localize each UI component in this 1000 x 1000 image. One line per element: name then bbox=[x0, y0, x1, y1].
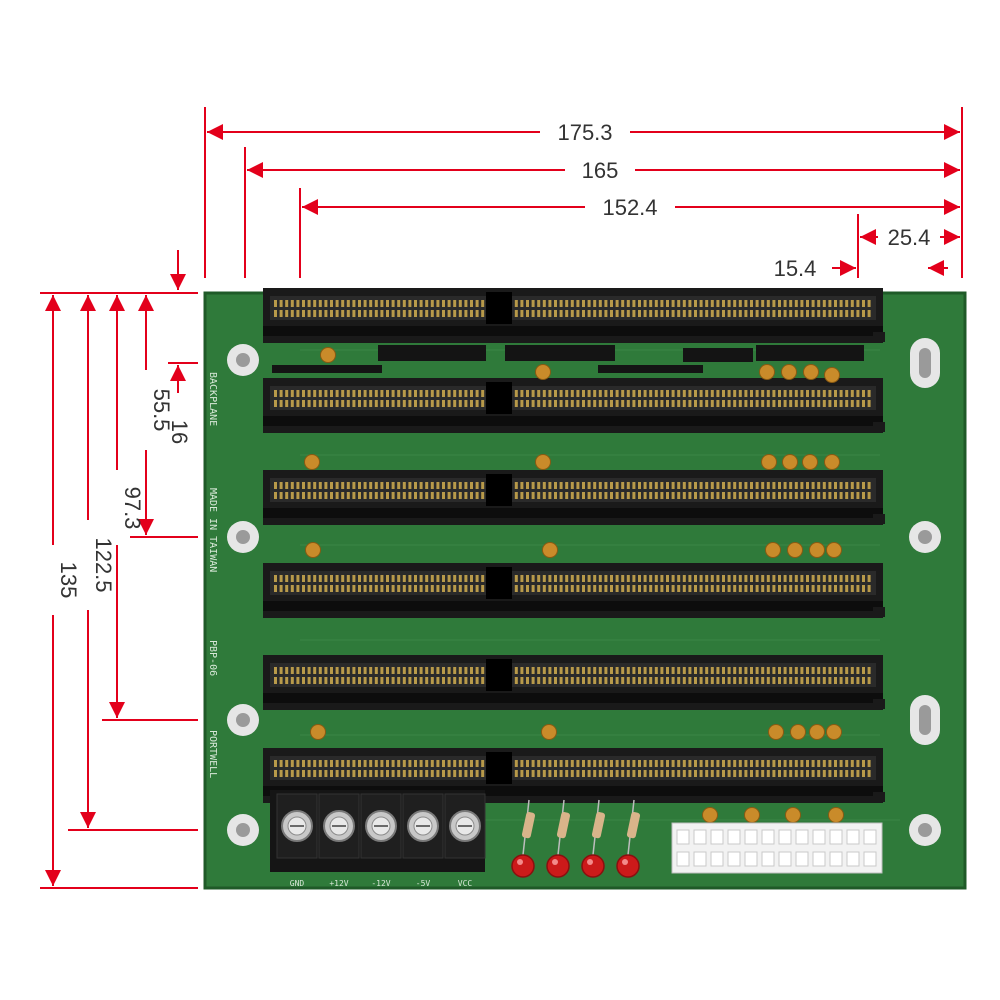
capacitor bbox=[803, 364, 819, 380]
mounting-holes bbox=[227, 338, 941, 846]
capacitor bbox=[535, 364, 551, 380]
dim-15-4: 15.4 bbox=[774, 256, 817, 281]
dim-135: 135 bbox=[56, 562, 81, 599]
mounting-slot bbox=[910, 338, 940, 388]
isa-slot bbox=[263, 563, 885, 618]
dim-152-4: 152.4 bbox=[602, 195, 657, 220]
capacitor bbox=[761, 454, 777, 470]
dim-55-5: 55.5 bbox=[149, 389, 174, 432]
isa-slot bbox=[263, 378, 885, 433]
capacitor bbox=[305, 542, 321, 558]
dim-165: 165 bbox=[582, 158, 619, 183]
silkscreen-model: PBP-06 bbox=[207, 640, 218, 676]
silkscreen-brand: PORTWELL bbox=[207, 730, 218, 778]
mounting-hole bbox=[227, 814, 259, 846]
dim-122-5: 122.5 bbox=[91, 537, 116, 592]
jumper-headers bbox=[272, 345, 864, 373]
terminal-label: VCC bbox=[458, 879, 473, 888]
terminal-label: -5V bbox=[416, 879, 431, 888]
power-indicator-leds bbox=[511, 799, 641, 878]
capacitor bbox=[826, 542, 842, 558]
dimension-lines bbox=[40, 107, 963, 889]
dimension-labels: 175.3 165 152.4 25.4 15.4 16 55.5 97.3 1… bbox=[56, 120, 930, 598]
dim-25-4: 25.4 bbox=[888, 225, 931, 250]
led-indicator bbox=[581, 799, 606, 878]
capacitor bbox=[765, 542, 781, 558]
terminal-screw: -12V bbox=[360, 793, 402, 888]
isa-slot bbox=[263, 470, 885, 525]
dim-97-3: 97.3 bbox=[120, 487, 145, 530]
capacitor bbox=[824, 454, 840, 470]
isa-slot bbox=[263, 288, 885, 343]
capacitor bbox=[541, 724, 557, 740]
capacitors bbox=[304, 347, 844, 823]
capacitor bbox=[809, 542, 825, 558]
capacitor bbox=[542, 542, 558, 558]
capacitor bbox=[320, 347, 336, 363]
terminal-label: GND bbox=[290, 879, 305, 888]
power-terminal-block: GND +12V -12V -5V VCC bbox=[270, 790, 486, 888]
led-indicator bbox=[546, 799, 571, 878]
capacitor bbox=[824, 367, 840, 383]
capacitor bbox=[702, 807, 718, 823]
terminal-screw: VCC bbox=[444, 793, 486, 888]
mounting-slot bbox=[910, 695, 940, 745]
capacitor bbox=[744, 807, 760, 823]
capacitor bbox=[768, 724, 784, 740]
capacitor bbox=[809, 724, 825, 740]
power-connector bbox=[671, 822, 883, 874]
capacitor bbox=[535, 454, 551, 470]
led-indicator bbox=[511, 799, 536, 878]
dim-175-3: 175.3 bbox=[557, 120, 612, 145]
capacitor bbox=[828, 807, 844, 823]
mounting-hole bbox=[227, 521, 259, 553]
capacitor bbox=[787, 542, 803, 558]
terminal-label: -12V bbox=[371, 879, 390, 888]
isa-slot bbox=[263, 655, 885, 710]
capacitor bbox=[785, 807, 801, 823]
backplane-board: GND +12V -12V -5V VCC BACKPLANE MADE IN TAIW… bbox=[203, 288, 967, 890]
mounting-hole bbox=[909, 814, 941, 846]
silkscreen-backplane: BACKPLANE bbox=[207, 372, 218, 426]
capacitor bbox=[310, 724, 326, 740]
capacitor bbox=[802, 454, 818, 470]
capacitor bbox=[782, 454, 798, 470]
mounting-hole bbox=[227, 344, 259, 376]
mounting-hole bbox=[909, 521, 941, 553]
terminal-screw: +12V bbox=[318, 793, 360, 888]
terminal-screw: GND bbox=[276, 793, 318, 888]
led-indicator bbox=[616, 799, 641, 878]
dim-16: 16 bbox=[167, 420, 192, 444]
capacitor bbox=[781, 364, 797, 380]
capacitor bbox=[790, 724, 806, 740]
mounting-hole bbox=[227, 704, 259, 736]
capacitor bbox=[759, 364, 775, 380]
capacitor bbox=[826, 724, 842, 740]
terminal-label: +12V bbox=[329, 879, 348, 888]
isa-slots bbox=[263, 288, 885, 803]
terminal-screw: -5V bbox=[402, 793, 444, 888]
capacitor bbox=[304, 454, 320, 470]
silkscreen-made-in-taiwan: MADE IN TAIWAN bbox=[207, 488, 218, 572]
